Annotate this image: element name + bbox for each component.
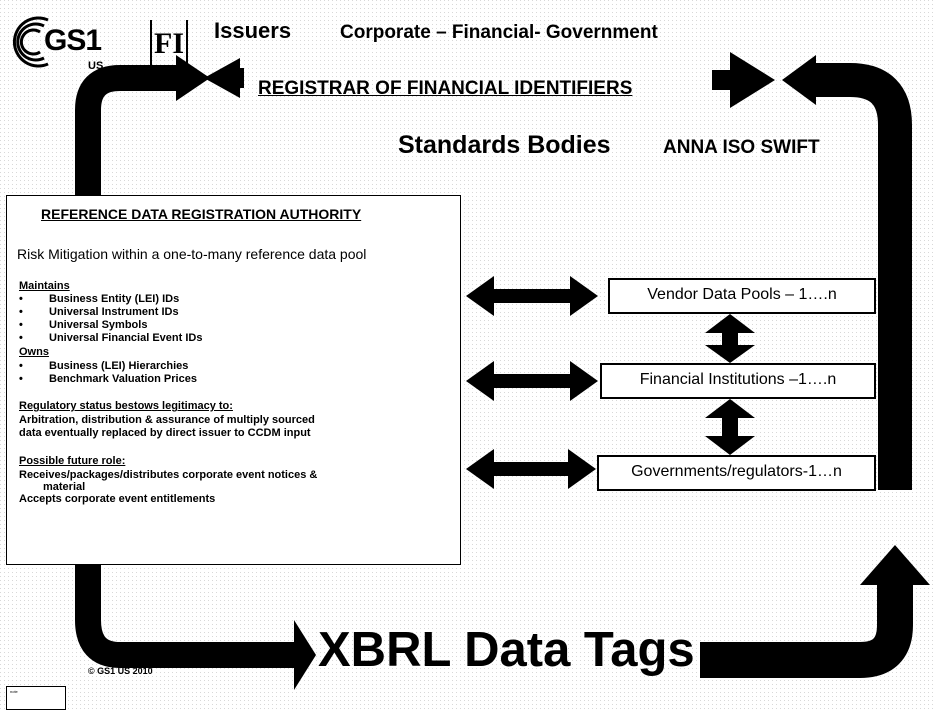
future-role-heading: Possible future role: [19,455,126,467]
gs1-us-text: US [88,60,104,72]
bullet-icon: • [19,319,23,331]
owns-item: •Business (LEI) Hierarchies [19,360,189,372]
registrar-heading: REGISTRAR OF FINANCIAL IDENTIFIERS [258,78,633,99]
rdra-title: REFERENCE DATA REGISTRATION AUTHORITY [41,206,362,222]
xbrl-arrowhead [294,620,316,690]
standards-bodies-list: ANNA ISO SWIFT [663,137,820,158]
xbrl-data-tags-label: XBRL Data Tags [318,623,695,677]
maintains-item: •Universal Instrument IDs [19,306,179,318]
registrar-left-arrow-shaft [712,70,734,90]
bottom-left-flow-arrow [75,565,300,668]
governments-regulators-box: Governments/regulators-1…n [597,455,876,491]
rdra-risk-text: Risk Mitigation within a one-to-many ref… [17,246,367,262]
regulatory-heading: Regulatory status bestows legitimacy to: [19,400,233,412]
issuers-right-arrow-shaft [238,68,244,88]
future-role-line: Accepts corporate event entitlements [19,493,216,505]
bullet-icon: • [19,306,23,318]
vendor-data-pools-box: Vendor Data Pools – 1….n [608,278,876,314]
bullet-icon: • [19,293,23,305]
fininst-double-arrow [466,361,598,401]
issuers-right-arrowhead [204,58,240,98]
maintains-heading: Maintains [19,280,70,292]
issuers-title: Issuers [214,18,292,43]
future-role-line: material [43,481,86,493]
small-note-box: note [6,686,66,710]
right-side-flow-arrow [810,63,912,490]
maintains-item: •Universal Financial Event IDs [19,332,203,344]
gs1-logo: GS1 US [8,10,103,76]
bullet-icon: • [19,332,23,344]
left-top-flow-arrow [75,65,180,195]
maintains-item: •Universal Symbols [19,319,148,331]
owns-heading: Owns [19,346,49,358]
gs1-logo-text: GS1 [44,24,102,57]
future-role-line: Receives/packages/distributes corporate … [19,469,318,481]
vendor-double-arrow [466,276,598,316]
regulatory-line: Arbitration, distribution & assurance of… [19,414,315,426]
vendor-fininst-vertical-arrow [705,314,755,363]
issuers-subtitle: Corporate – Financial- Government [340,22,658,43]
issuers-left-arrowhead [176,55,210,101]
owns-item: •Benchmark Valuation Prices [19,373,197,385]
bottom-right-flow-arrow [700,580,913,678]
fininst-gov-vertical-arrow [705,399,755,455]
bullet-icon: • [19,373,23,385]
registrar-left-arrowhead [730,52,775,108]
copyright-text: © GS1 US 2010 [88,666,153,676]
regulatory-line: data eventually replaced by direct issue… [19,427,311,439]
small-note-text: note [10,689,18,694]
financial-institutions-box: Financial Institutions –1….n [600,363,876,399]
maintains-item: •Business Entity (LEI) IDs [19,293,180,305]
bullet-icon: • [19,360,23,372]
fi-logo: FI [150,20,188,68]
gov-double-arrow [466,449,596,489]
standards-bodies-title: Standards Bodies [398,131,611,159]
reference-data-authority-box: REFERENCE DATA REGISTRATION AUTHORITY Ri… [6,195,461,565]
bottom-right-arrowhead [860,545,930,585]
registrar-right-arrowhead [782,55,816,105]
